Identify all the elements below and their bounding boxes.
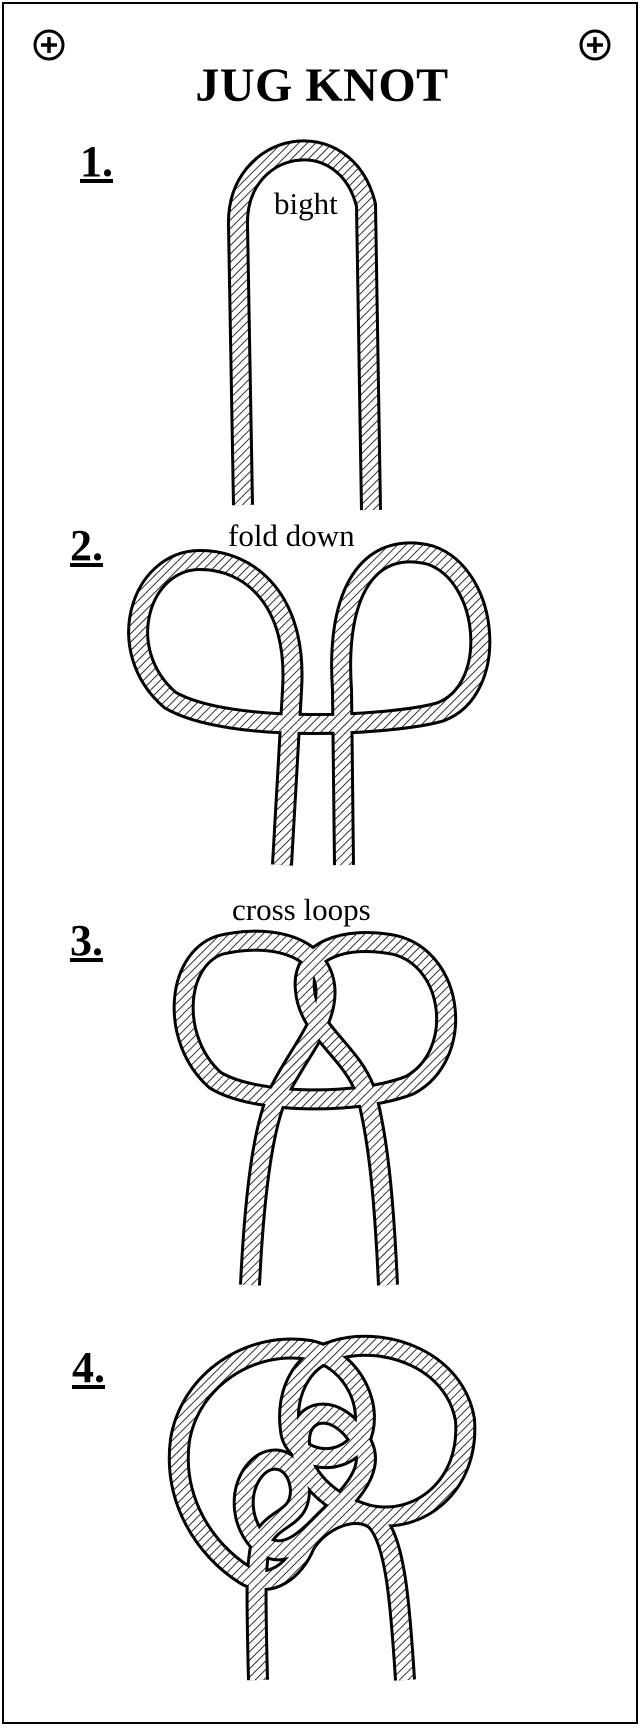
step-4-rope-drawing: [179, 1346, 466, 1680]
step-2-rope-drawing: [138, 552, 480, 865]
step-3-caption: cross loops: [232, 892, 371, 928]
step-3-rope-drawing: [184, 941, 446, 1285]
step-1-caption: bight: [272, 186, 340, 222]
step-2-caption: fold down: [228, 518, 355, 554]
